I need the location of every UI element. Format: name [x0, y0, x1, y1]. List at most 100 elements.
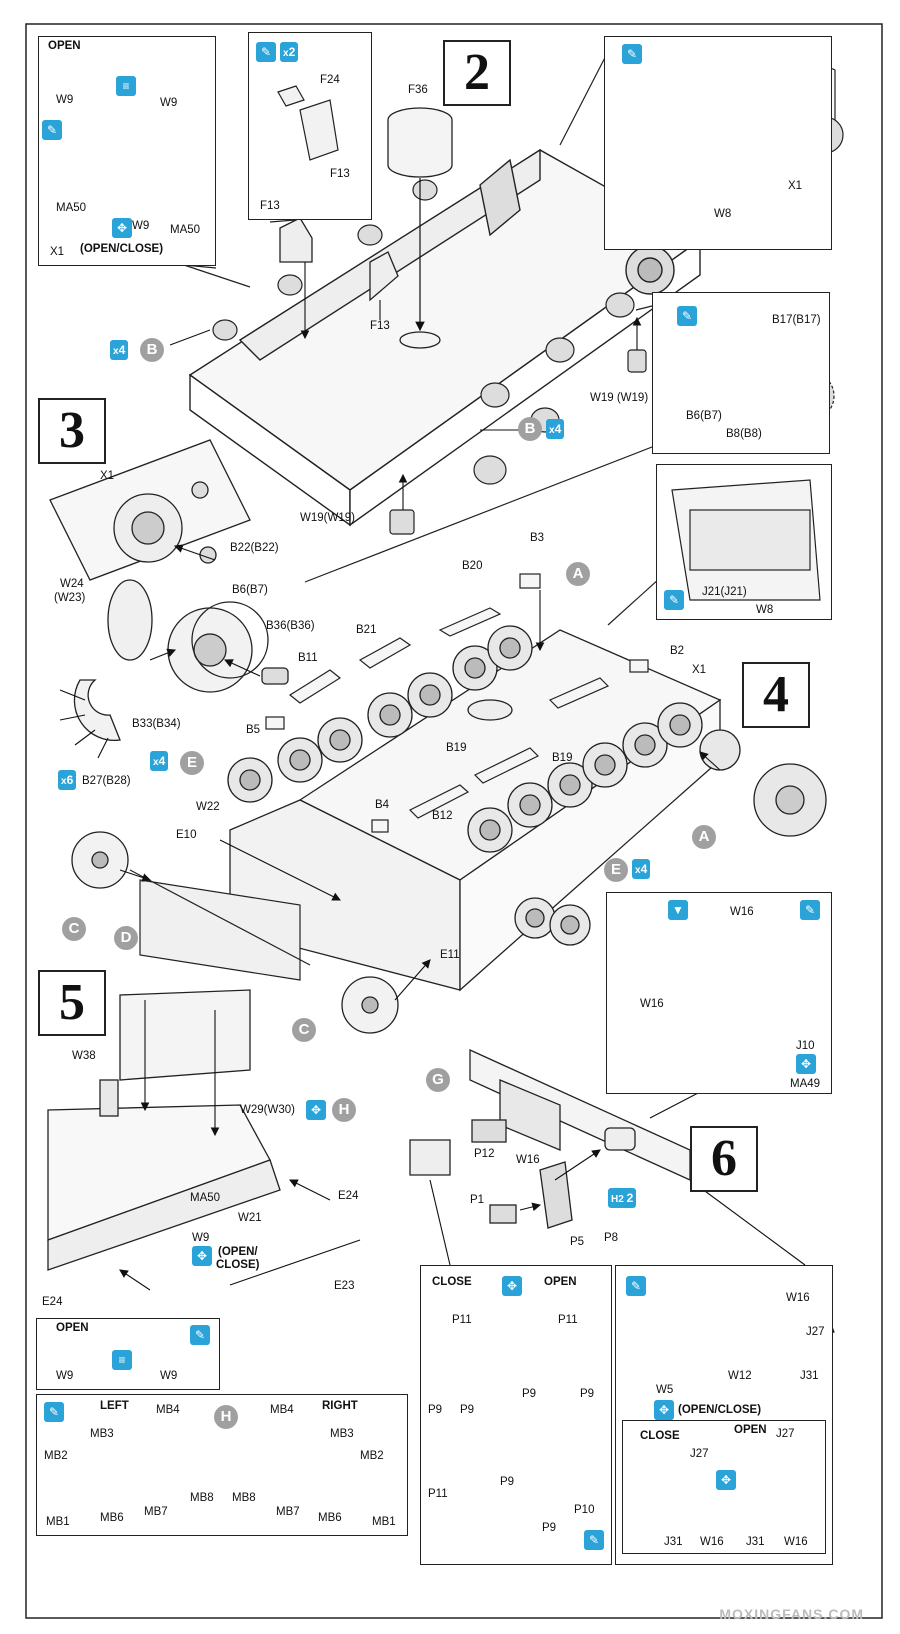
glue-icon: ✎ — [42, 120, 62, 140]
part-b19: B19 — [446, 742, 467, 754]
part-e24: E24 — [338, 1190, 359, 1202]
multiplier-badge: x4 — [546, 419, 565, 439]
open-action-icon: ≡ — [116, 76, 136, 96]
part-mb2: MB2 — [360, 1450, 384, 1462]
step-number-2: 2 — [443, 40, 511, 106]
part-j27: J27 — [806, 1326, 825, 1338]
part-b3: B3 — [530, 532, 545, 544]
right-label: RIGHT — [322, 1400, 358, 1412]
part-w22: W22 — [196, 801, 220, 813]
open-label: OPEN — [56, 1322, 89, 1334]
part-mb8: MB8 — [232, 1492, 256, 1504]
part-mb4: MB4 — [156, 1404, 180, 1416]
part-w24: W24 — [60, 578, 84, 590]
part-x1: X1 — [50, 246, 65, 258]
part-j10: J10 — [796, 1040, 815, 1052]
openclose-label: (OPEN/ — [218, 1246, 258, 1258]
part-b36: B36(B36) — [266, 620, 315, 632]
part-mb3: MB3 — [90, 1428, 114, 1440]
openclose-icon: ✥ — [716, 1470, 736, 1490]
part-w9: W9 — [192, 1232, 210, 1244]
step5-parts — [47, 989, 281, 1271]
part-w16: W16 — [786, 1292, 810, 1304]
part-b21: B21 — [356, 624, 377, 636]
part-w9: W9 — [160, 97, 178, 109]
part-w5: W5 — [656, 1384, 674, 1396]
part-p9: P9 — [500, 1476, 515, 1488]
part-p9: P9 — [522, 1388, 537, 1400]
openclose-label: CLOSE) — [216, 1259, 260, 1271]
part-p9: P9 — [460, 1404, 475, 1416]
paint-h2-badge: H2 2 — [608, 1188, 637, 1208]
part-b5: B5 — [246, 724, 261, 736]
part-b12: B12 — [432, 810, 453, 822]
part-p11: P11 — [452, 1314, 472, 1326]
subassembly-c-circle: C — [62, 917, 86, 941]
part-p11: P11 — [428, 1488, 448, 1500]
multiplier-badge: x4 — [632, 859, 651, 879]
part-b11: B11 — [298, 652, 318, 664]
part-j31: J31 — [664, 1536, 683, 1548]
part-mb8: MB8 — [190, 1492, 214, 1504]
subassembly-b-circle: B — [518, 417, 542, 441]
f36-part — [387, 107, 453, 349]
sprocket-a — [699, 729, 827, 837]
part-w16: W16 — [700, 1536, 724, 1548]
glue-icon: ✎ — [664, 590, 684, 610]
part-p1: P1 — [470, 1194, 485, 1206]
part-b19: B19 — [552, 752, 573, 764]
openclose-icon: ✥ — [502, 1276, 522, 1296]
openclose-icon: ✥ — [796, 1054, 816, 1074]
subassembly-c-circle: C — [292, 1018, 316, 1042]
part-b27: B27(B28) — [82, 775, 131, 787]
part-b8: B8(B8) — [726, 428, 762, 440]
multiplier-badge: x4 — [110, 340, 129, 360]
part-f13: F13 — [370, 320, 390, 332]
step6-inset-p — [420, 1265, 612, 1565]
multiplier-badge: x4 — [150, 751, 169, 771]
subassembly-a-circle: A — [692, 825, 716, 849]
part-x1: X1 — [788, 180, 803, 192]
glue-icon: ✎ — [44, 1402, 64, 1422]
openclose-icon: ✥ — [192, 1246, 212, 1266]
idlers-c — [71, 831, 399, 1034]
openclose-label: (OPEN/CLOSE) — [678, 1404, 762, 1416]
glue-icon: ✎ — [584, 1530, 604, 1550]
step2-inset-w8 — [604, 36, 832, 250]
subassembly-g-circle: G — [426, 1068, 450, 1092]
part-mb7: MB7 — [276, 1506, 300, 1518]
part-p11: P11 — [558, 1314, 578, 1326]
multiplier-badge: x6 — [58, 770, 77, 790]
subassembly-d-circle: D — [114, 926, 138, 950]
cut-icon: ▼ — [668, 900, 688, 920]
part-w19: W19 (W19) — [590, 392, 649, 404]
step2-inset-open — [38, 36, 216, 266]
part-mb7: MB7 — [144, 1506, 168, 1518]
part-mb4: MB4 — [270, 1404, 294, 1416]
part-f24: F24 — [320, 74, 340, 86]
part-mb2: MB2 — [44, 1450, 68, 1462]
open-label: OPEN — [734, 1424, 767, 1436]
subassembly-h-circle: H — [332, 1098, 356, 1122]
part-w12: W12 — [728, 1370, 752, 1382]
open-action-icon: ≡ — [112, 1350, 132, 1370]
watermark: MOXINGFANS.COM — [719, 1606, 864, 1622]
part-f36: F36 — [408, 84, 428, 96]
part-e10: E10 — [176, 829, 197, 841]
part-ma50: MA50 — [170, 224, 201, 236]
part-w8: W8 — [714, 208, 732, 220]
part-j31: J31 — [800, 1370, 819, 1382]
glue-icon: ✎ — [622, 44, 642, 64]
part-f13: F13 — [330, 168, 350, 180]
part-e11: E11 — [440, 949, 460, 961]
left-label: LEFT — [100, 1400, 129, 1412]
subassembly-e-circle: E — [180, 751, 204, 775]
part-mb3: MB3 — [330, 1428, 354, 1440]
step4-roadwheels — [227, 625, 703, 946]
openclose-icon: ✥ — [654, 1400, 674, 1420]
part-p8: P8 — [604, 1232, 619, 1244]
subassembly-a-circle: A — [566, 562, 590, 586]
part-b6: B6(B7) — [232, 584, 268, 596]
open-label: OPEN — [544, 1276, 577, 1288]
glue-icon: ✎ — [800, 900, 820, 920]
